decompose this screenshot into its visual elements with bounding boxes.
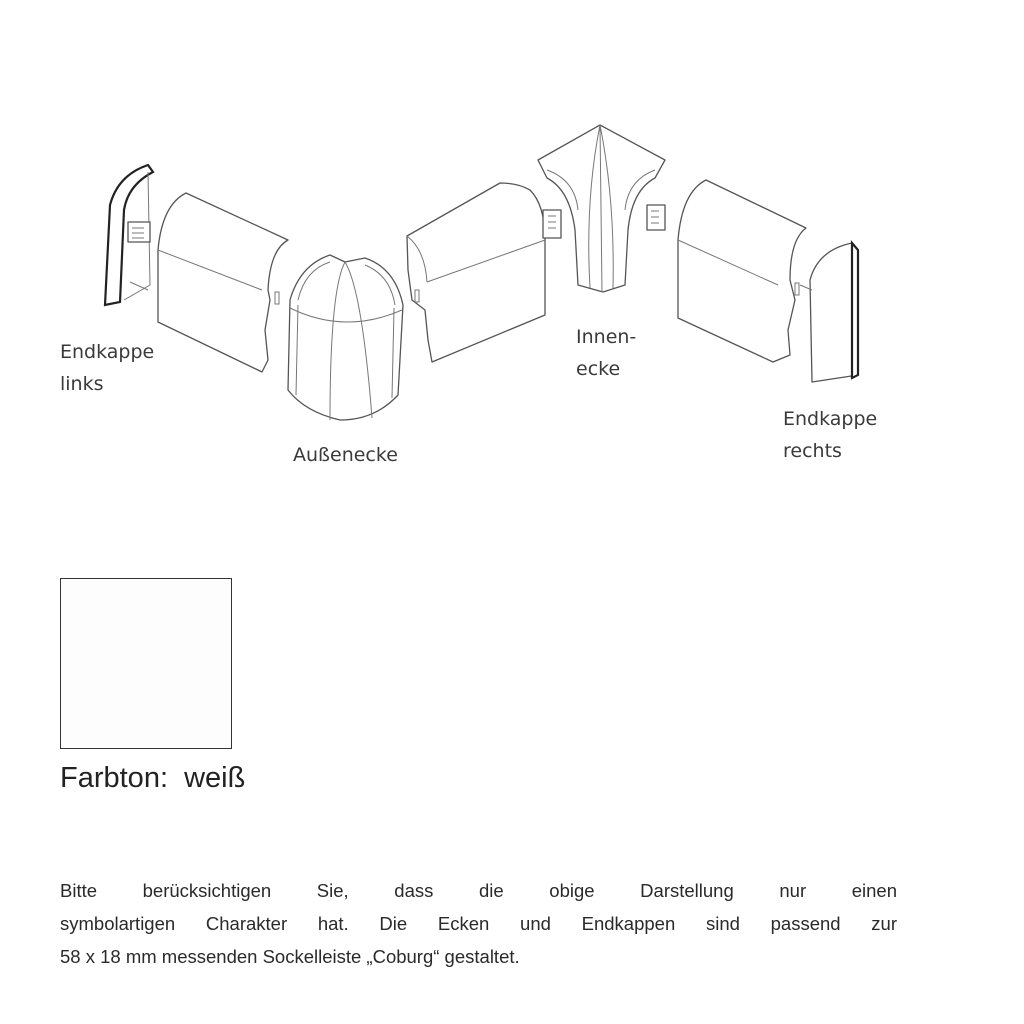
outer-corner-drawing [287,254,404,421]
color-label: Farbton: weiß [60,762,246,794]
label-end-cap-left: Endkappe links [60,336,154,400]
disclaimer-line: 58 x 18 mm messenden Sockelleiste „Cobur… [60,946,520,967]
color-swatch [60,578,232,749]
skirting-piece-3-drawing [677,179,807,363]
skirting-components-diagram [103,124,860,421]
label-end-cap-right: Endkappe rechts [783,403,877,467]
label-line: rechts [783,440,842,462]
disclaimer-line: symbolartigen Charakter hat. Die Ecken u… [60,913,897,934]
label-line: Endkappe [783,408,878,430]
end-cap-right-drawing [799,240,860,383]
skirting-piece-1-drawing [157,192,289,373]
inner-corner-drawing [537,124,666,293]
disclaimer-paragraph: Bitte berücksichtigen Sie, dass die obig… [60,874,897,973]
skirting-piece-2-drawing [406,182,546,363]
label-line: ecke [576,358,621,380]
disclaimer-line: Bitte berücksichtigen Sie, dass die obig… [60,880,897,901]
label-line: links [60,373,104,395]
label-line: Innen- [576,326,637,348]
label-inner-corner: Innen- ecke [576,321,636,385]
label-line: Endkappe [60,341,155,363]
label-outer-corner: Außenecke [293,444,398,466]
end-cap-left-drawing [103,163,155,307]
